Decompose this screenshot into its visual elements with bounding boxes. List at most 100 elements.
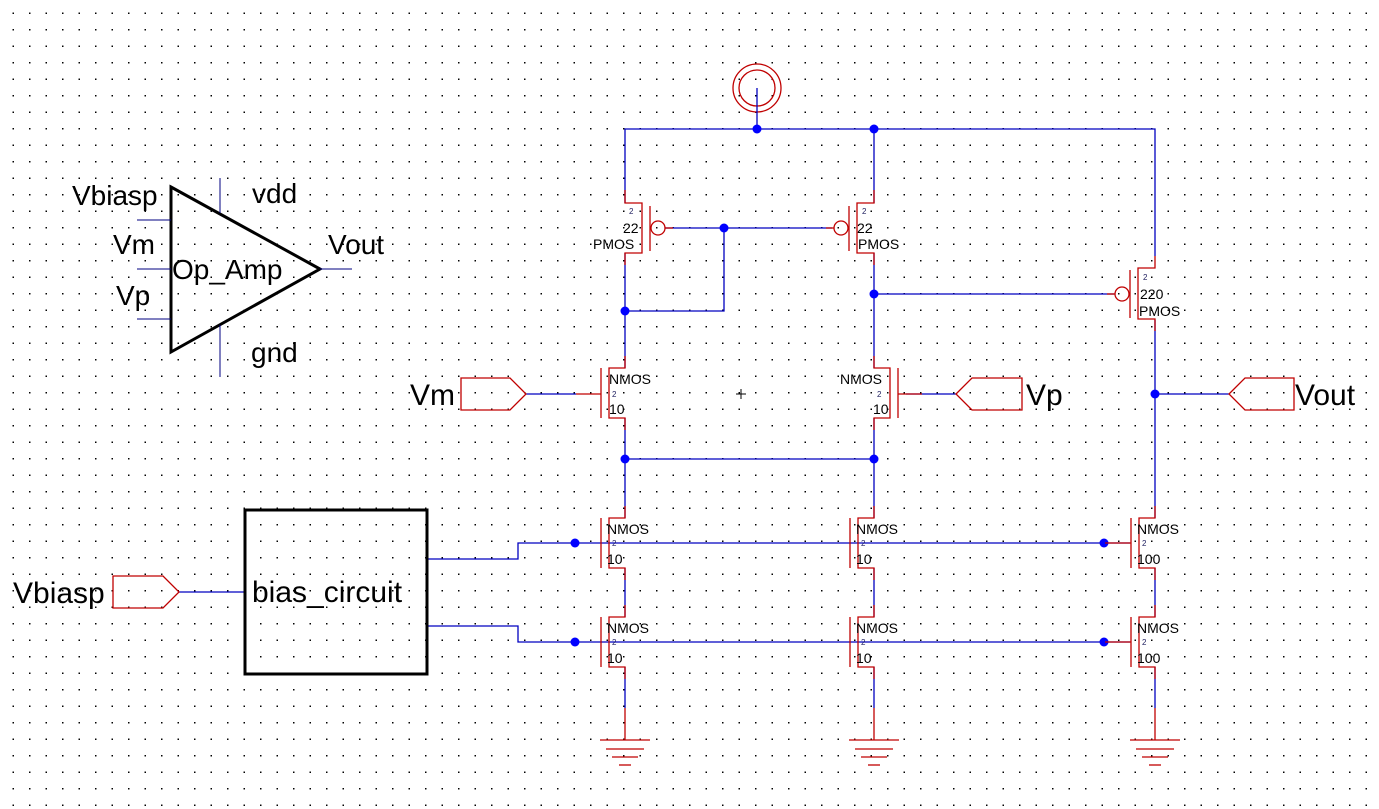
transistor-length: 2	[862, 207, 867, 216]
transistor-width: 220	[1140, 286, 1164, 302]
nmos-channel	[1138, 605, 1156, 679]
pmos-channel	[856, 190, 875, 265]
nmos-channel	[1138, 506, 1156, 580]
port-label-vout: Vout	[1295, 379, 1356, 412]
transistor-width: 10	[607, 551, 623, 567]
nmos-channel	[857, 506, 875, 580]
transistor-width: 22	[623, 220, 639, 236]
nmos-channel	[608, 506, 626, 580]
wires	[179, 128, 1229, 708]
port-label-vbiasp: Vbiasp	[13, 577, 105, 610]
bias-circuit-label: bias_circuit	[252, 576, 403, 609]
port-vp[interactable]: Vp	[955, 377, 1063, 412]
wire-bias-top[interactable]	[428, 542, 1130, 560]
junction-dot	[869, 124, 879, 134]
nmos-channel	[608, 356, 626, 430]
port-label-vm: Vm	[410, 379, 455, 412]
transistor-length: 2	[629, 207, 634, 216]
ground-symbol	[600, 708, 650, 766]
pin-label-vm: Vm	[113, 229, 155, 260]
transistor-width: 10	[609, 401, 625, 417]
transistor-length: 2	[1142, 638, 1147, 647]
input-port-shape	[112, 575, 180, 609]
vdd-symbol[interactable]	[732, 63, 782, 129]
pmos-channel	[624, 190, 643, 265]
junction-dot	[1150, 389, 1160, 399]
junction-dot	[620, 454, 630, 464]
nmos-input-left[interactable]: NMOS 2 10	[576, 356, 651, 430]
pmos-load-left[interactable]: 2 22 PMOS	[593, 190, 673, 265]
junction-dot	[752, 124, 762, 134]
transistor-length: 2	[612, 390, 617, 399]
transistor-type: PMOS	[1139, 303, 1180, 319]
transistor-width: 100	[1137, 650, 1161, 666]
transistor-length: 2	[1142, 539, 1147, 548]
transistor-width: 10	[607, 650, 623, 666]
nmos-top-left[interactable]: NMOS 2 10	[600, 506, 649, 580]
transistor-type: NMOS	[1137, 620, 1179, 636]
transistor-type: NMOS	[856, 521, 898, 537]
transistor-type: PMOS	[593, 236, 634, 252]
port-vout[interactable]: Vout	[1228, 377, 1356, 412]
junction-dot	[1099, 538, 1109, 548]
port-vm[interactable]: Vm	[410, 377, 527, 412]
ground-symbol	[1130, 708, 1180, 766]
nmos-channel	[608, 605, 626, 679]
ground-symbol	[849, 708, 899, 766]
nmos-channel	[857, 605, 875, 679]
vdd-rail[interactable]	[624, 128, 1156, 256]
transistor-length: 2	[1143, 273, 1148, 282]
junction-dot	[719, 223, 729, 233]
origin-crosshair	[736, 389, 746, 399]
transistor-length: 2	[612, 539, 617, 548]
nmos-input-right[interactable]: NMOS 2 10	[840, 356, 922, 430]
port-label-vp: Vp	[1026, 379, 1063, 412]
pmos-gate-bubble	[650, 220, 666, 236]
transistor-type: NMOS	[609, 371, 651, 387]
port-vbiasp[interactable]: Vbiasp	[13, 575, 180, 610]
transistor-type: NMOS	[1137, 521, 1179, 537]
bias-circuit-block[interactable]: bias_circuit	[243, 508, 429, 676]
transistor-width: 10	[856, 551, 872, 567]
transistor-type: NMOS	[856, 620, 898, 636]
nmos-bottom-right[interactable]: NMOS 2 100	[1105, 605, 1179, 679]
junction-dot	[869, 289, 879, 299]
nmos-bottom-left[interactable]: NMOS 2 10	[600, 605, 649, 679]
pin-label-vdd: vdd	[252, 178, 297, 209]
nmos-current-mirrors: NMOS210NMOS210NMOS2100NMOS210NMOS210NMOS…	[600, 506, 1179, 679]
transistor-length: 2	[861, 539, 866, 548]
transistor-width: 100	[1137, 551, 1161, 567]
transistor-type: NMOS	[840, 371, 882, 387]
wire-bias-bottom[interactable]	[428, 625, 1130, 643]
pmos-gate-bubble	[833, 220, 849, 236]
transistor-type: PMOS	[858, 236, 899, 252]
junction-dot	[570, 637, 580, 647]
junction-dot	[869, 454, 879, 464]
pmos-load-right[interactable]: 2 22 PMOS	[826, 190, 899, 265]
bias-circuit-box	[243, 508, 429, 676]
pin-label-vbiasp: Vbiasp	[72, 180, 158, 211]
wire-diode-connect[interactable]	[625, 228, 725, 312]
transistor-length: 2	[612, 638, 617, 647]
nmos-top-mid[interactable]: NMOS 2 10	[849, 506, 898, 580]
transistor-width: 10	[856, 650, 872, 666]
input-port-shape	[955, 377, 1023, 411]
transistor-width: 10	[873, 401, 889, 417]
input-port-shape	[460, 377, 527, 411]
transistor-length: 2	[861, 638, 866, 647]
ground-symbols	[600, 708, 1180, 766]
nmos-channel	[873, 356, 891, 430]
nmos-bottom-mid[interactable]: NMOS 2 10	[849, 605, 898, 679]
transistor-type: NMOS	[607, 521, 649, 537]
pin-label-gnd: gnd	[251, 337, 298, 368]
op-amp-name: Op_Amp	[172, 254, 283, 285]
nmos-top-right[interactable]: NMOS 2 100	[1105, 506, 1179, 580]
junction-dot	[620, 306, 630, 316]
pmos-output[interactable]: 2 220 PMOS	[1107, 256, 1180, 331]
junction-dot	[1099, 637, 1109, 647]
pmos-gate-bubble	[1114, 286, 1130, 302]
transistor-type: NMOS	[607, 620, 649, 636]
op-amp-symbol[interactable]: Vbiasp Vm Vp vdd gnd Vout Op_Amp	[72, 178, 384, 377]
